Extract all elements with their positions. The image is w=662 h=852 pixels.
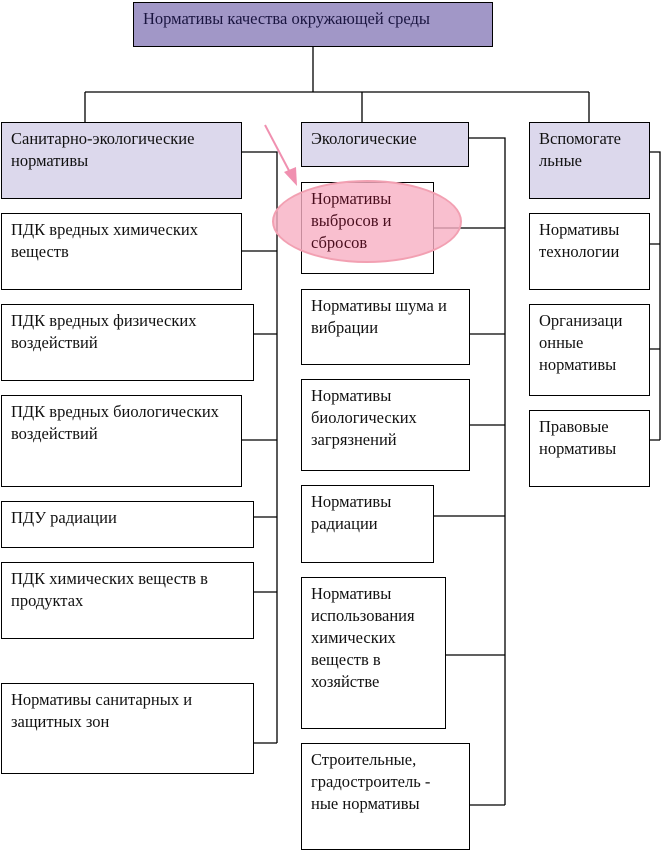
- node-pdk-biological: ПДК вредных биологических воздействий: [1, 395, 242, 487]
- node-radiation: Нормативы радиации: [301, 485, 434, 563]
- node-technology: Нормативы технологии: [529, 213, 650, 290]
- node-sanitary-zones: Нормативы санитарных и защитных зон: [1, 683, 254, 774]
- node-chemical-use: Нормативы использования химических вещес…: [301, 577, 446, 729]
- node-pdk-products: ПДК химических веществ в продуктах: [1, 562, 254, 639]
- node-construction: Строительные, градостроитель - ные норма…: [301, 743, 470, 850]
- root-node: Нормативы качества окружающей среды: [133, 2, 493, 47]
- header-auxiliary: Вспомогате льные: [529, 122, 650, 199]
- highlight-ellipse: [272, 180, 462, 263]
- header-sanitary-ecological: Санитарно-экологические нормативы: [1, 122, 242, 199]
- node-organizational: Организаци онные нормативы: [529, 304, 650, 396]
- node-pdk-physical: ПДК вредных физических воздействий: [1, 304, 254, 381]
- node-pdu-radiation: ПДУ радиации: [1, 501, 254, 548]
- node-legal: Правовые нормативы: [529, 410, 650, 487]
- node-noise: Нормативы шума и вибрации: [301, 289, 470, 365]
- header-ecological: Экологические: [301, 122, 469, 167]
- node-pdk-chemical: ПДК вредных химических веществ: [1, 213, 242, 290]
- node-emissions-label: Нормативы выбросов и сбросов: [311, 189, 392, 252]
- node-biological-pollution: Нормативы биологических загрязнений: [301, 379, 470, 471]
